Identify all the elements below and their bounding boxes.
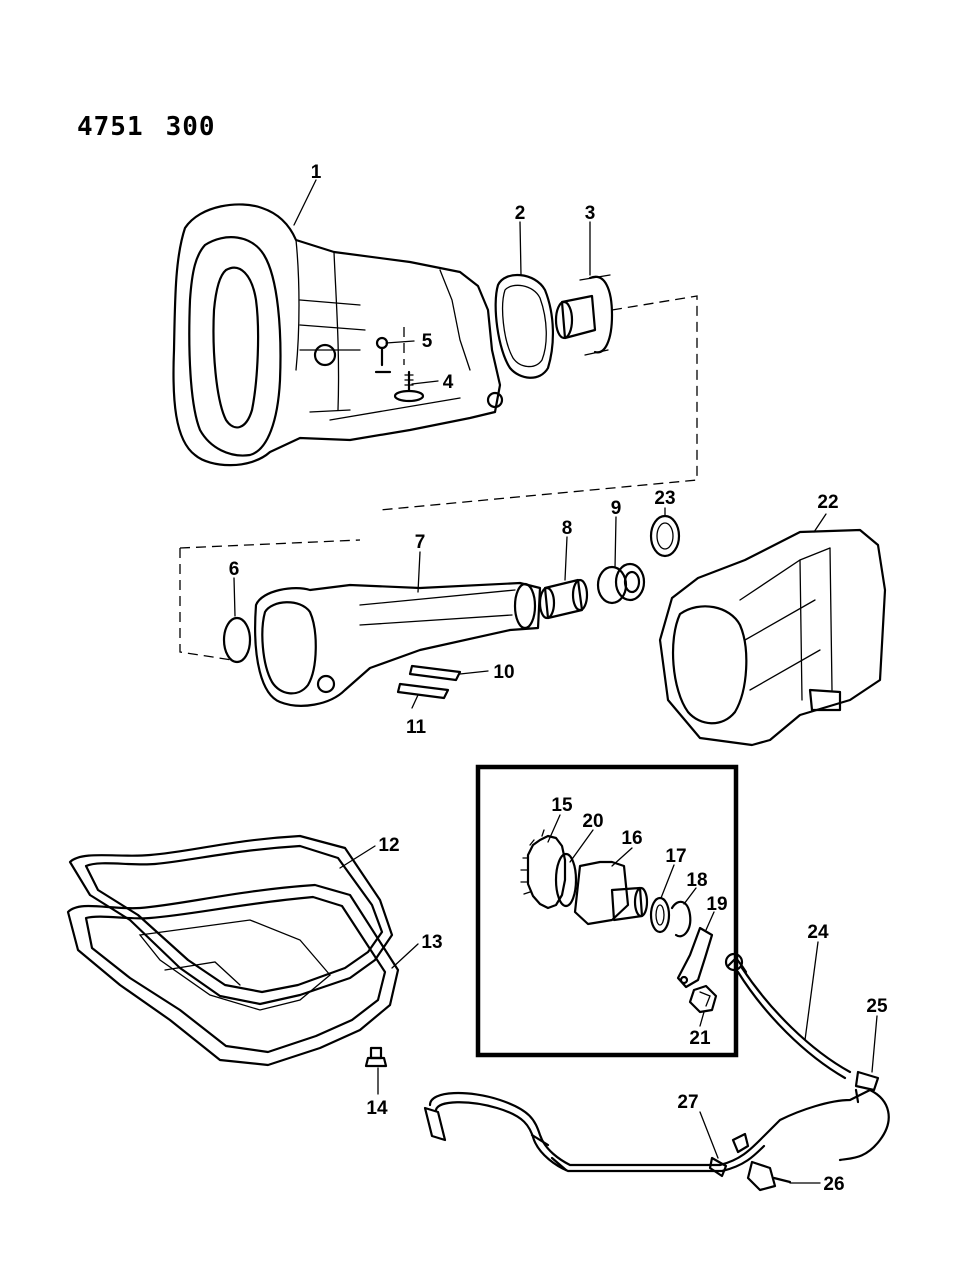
callout-1: 1 [311, 162, 322, 183]
part-retainer [670, 900, 692, 938]
callout-7: 7 [415, 532, 426, 553]
part-speedometer-cable [724, 952, 852, 1080]
part-extension-housing [254, 581, 542, 707]
part-clamp-bolt [688, 984, 718, 1014]
callout-16: 16 [621, 828, 642, 849]
figure-number: 4751 [77, 112, 144, 142]
part-retaining-clip [676, 926, 714, 989]
assembly-guide-lines [179, 295, 698, 661]
callout-18: 18 [686, 870, 707, 891]
part-cover-plate [396, 682, 450, 700]
callout-4: 4 [443, 372, 454, 393]
part-o-ring [649, 896, 671, 934]
callout-8: 8 [562, 518, 573, 539]
part-cable-grommet [854, 1070, 880, 1104]
part-bushing [538, 578, 589, 620]
callout-3: 3 [585, 203, 596, 224]
callout-14: 14 [366, 1098, 388, 1119]
part-stud [393, 370, 425, 403]
callout-17: 17 [665, 846, 686, 867]
callout-numbers: 1 2 3 4 5 6 7 8 9 10 11 12 13 14 15 16 1… [229, 162, 888, 1195]
callout-22: 22 [817, 492, 838, 513]
part-gearbox-case [658, 528, 887, 747]
callout-27: 27 [677, 1092, 698, 1113]
part-harness-clip [731, 1132, 750, 1154]
callout-9: 9 [611, 498, 622, 519]
part-o-ring-seal [222, 616, 252, 664]
part-pinion-sleeve [573, 860, 649, 926]
callout-25: 25 [866, 996, 888, 1017]
part-transmission-case [172, 203, 504, 467]
callout-23: 23 [654, 488, 675, 509]
callout-21: 21 [689, 1028, 711, 1049]
part-rear-gasket [494, 273, 555, 379]
part-drive-gear [520, 829, 567, 910]
figure-sub-number: 300 [165, 112, 216, 142]
part-drain-bolt [364, 1046, 388, 1068]
part-oil-seal [596, 562, 646, 605]
part-oil-pan [66, 883, 400, 1067]
callout-5: 5 [422, 331, 433, 352]
part-cover-gasket [408, 664, 462, 682]
part-oil-pan-gasket [68, 834, 394, 1006]
callout-26: 26 [823, 1174, 844, 1195]
part-snap-ring [649, 514, 681, 558]
callout-20: 20 [582, 811, 603, 832]
callout-19: 19 [706, 894, 727, 915]
callout-15: 15 [551, 795, 573, 816]
part-wiring-harness [423, 1088, 890, 1178]
speedometer-detail-inset [475, 764, 739, 1058]
callout-6: 6 [229, 559, 240, 580]
part-adapter-housing [554, 274, 614, 356]
part-pinion-seal [554, 852, 578, 908]
diagram-reference-code: 4751 300 [77, 112, 238, 142]
callout-10: 10 [493, 662, 514, 683]
callout-12: 12 [378, 835, 399, 856]
callout-13: 13 [421, 932, 442, 953]
part-sensor-switch [746, 1160, 792, 1192]
callout-11: 11 [406, 717, 427, 738]
callout-leader-lines [233, 179, 878, 1184]
callout-2: 2 [515, 203, 526, 224]
callout-24: 24 [807, 922, 829, 943]
